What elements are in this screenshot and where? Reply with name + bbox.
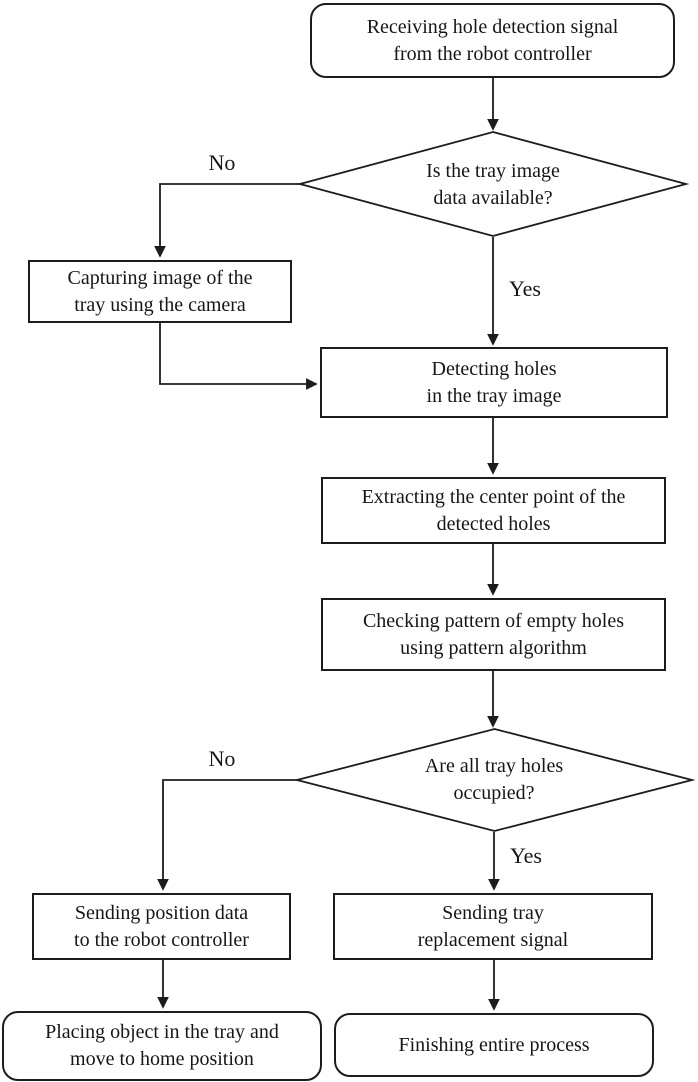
node-detect-holes-line1: Detecting holes [431, 357, 557, 380]
node-check-pattern: Checking pattern of empty holes using pa… [321, 598, 666, 671]
node-check-pattern-line2: using pattern algorithm [400, 636, 587, 659]
decision-tray-image-line2: data available? [433, 186, 553, 209]
decision-occupied-diamond [293, 728, 696, 832]
node-check-pattern-line1: Checking pattern of empty holes [362, 609, 625, 632]
node-capture-image-line2: tray using the camera [74, 293, 246, 316]
decision-tray-image-diamond [296, 131, 690, 237]
node-place-object-line2: move to home position [70, 1048, 254, 1070]
node-send-position: Sending position data to the robot contr… [32, 893, 291, 960]
node-start-line2: from the robot controller [393, 42, 592, 65]
node-detect-holes-line2: in the tray image [426, 384, 562, 407]
node-place-object-terminator: Placing object in the tray and move to h… [2, 1011, 322, 1081]
node-send-replacement-line2: replacement signal [417, 928, 569, 951]
edge-label-tray-image-yes: Yes [508, 276, 541, 301]
node-finish-line1: Finishing entire process [398, 1033, 590, 1056]
edge-label-tray-image-no: No [208, 150, 236, 175]
edge-decision1-no-to-capture [154, 183, 300, 258]
decision-occupied-line2: occupied? [453, 782, 535, 804]
edge-label-occupied-no: No [208, 746, 236, 771]
node-send-replacement-line1: Sending tray [442, 901, 544, 924]
node-place-object-line1: Placing object in the tray and [45, 1021, 279, 1043]
decision-tray-image-label: Is the tray image data available? [368, 157, 618, 212]
node-send-position-line1: Sending position data [74, 901, 249, 924]
node-capture-image-line1: Capturing image of the [67, 266, 253, 289]
node-send-replacement: Sending tray replacement signal [333, 893, 653, 960]
edge-label-occupied-yes: Yes [509, 843, 542, 868]
node-finish-terminator: Finishing entire process [334, 1013, 654, 1077]
node-start-terminator: Receiving hole detection signal from the… [310, 3, 675, 78]
decision-occupied-label: Are all tray holes occupied? [369, 752, 619, 808]
edge-capture-to-detect [159, 322, 318, 390]
node-detect-holes: Detecting holes in the tray image [320, 347, 668, 418]
edge-decision2-no-to-sendposition [157, 779, 297, 891]
node-extract-center: Extracting the center point of the detec… [321, 477, 666, 544]
node-capture-image: Capturing image of the tray using the ca… [28, 260, 292, 323]
node-extract-center-line2: detected holes [436, 512, 551, 535]
node-send-position-line2: to the robot controller [74, 928, 249, 951]
decision-occupied-line1: Are all tray holes [424, 755, 564, 777]
node-start-line1: Receiving hole detection signal [366, 15, 619, 38]
decision-tray-image-line1: Is the tray image [426, 159, 560, 182]
node-extract-center-line1: Extracting the center point of the [361, 485, 626, 508]
